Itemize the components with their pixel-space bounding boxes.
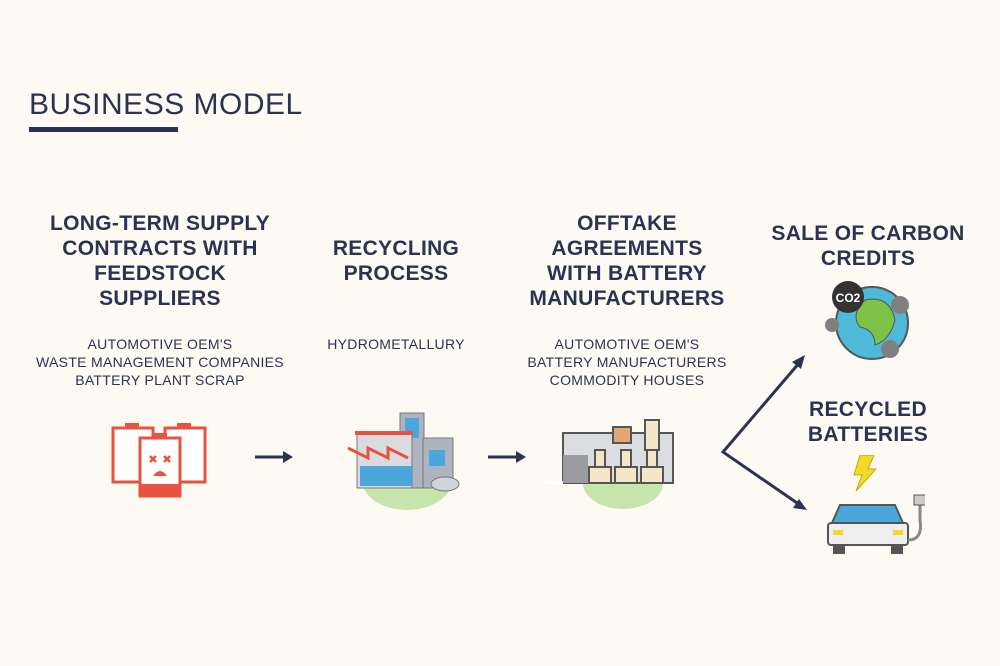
- dead-batteries-icon: [111, 423, 207, 498]
- step-heading: OFFTAKE AGREEMENTS WITH BATTERY MANUFACT…: [529, 212, 725, 310]
- output-heading: SALE OF CARBON CREDITS: [771, 222, 965, 270]
- step-details: HYDROMETALLURY: [327, 336, 465, 352]
- step-heading: RECYCLING PROCESS: [332, 237, 460, 285]
- output-heading: RECYCLED BATTERIES: [807, 398, 929, 446]
- branch-arrows: [720, 355, 807, 510]
- electric-car-icon: [827, 494, 925, 554]
- manufacturing-plant-icon: [545, 419, 674, 509]
- title-underline: [29, 127, 178, 132]
- step-offtake: OFFTAKE AGREEMENTS WITH BATTERY MANUFACT…: [527, 211, 726, 389]
- arrow-right-icon: [488, 451, 526, 463]
- recycling-factory-icon: [347, 412, 460, 510]
- step-details: AUTOMOTIVE OEM'S BATTERY MANUFACTURERS C…: [527, 336, 727, 388]
- arrow-down-right-icon: [793, 499, 807, 510]
- output-recycled-batteries: RECYCLED BATTERIES: [808, 397, 928, 447]
- page-title: BUSINESS MODEL: [29, 88, 303, 121]
- step-recycling: RECYCLING PROCESS HYDROMETALLURY: [327, 236, 465, 353]
- output-carbon-credits: SALE OF CARBON CREDITS: [771, 221, 964, 271]
- arrow-right-icon: [255, 451, 293, 463]
- lightning-icon: [853, 455, 878, 492]
- step-supply-contracts: LONG-TERM SUPPLY CONTRACTS WITH FEEDSTOC…: [36, 211, 284, 389]
- step-details: AUTOMOTIVE OEM'S WASTE MANAGEMENT COMPAN…: [36, 336, 284, 388]
- step-heading: LONG-TERM SUPPLY CONTRACTS WITH FEEDSTOC…: [50, 212, 270, 310]
- co2-globe-icon: CO2: [825, 281, 909, 360]
- co2-label: CO2: [836, 291, 861, 305]
- arrow-up-right-icon: [792, 355, 805, 369]
